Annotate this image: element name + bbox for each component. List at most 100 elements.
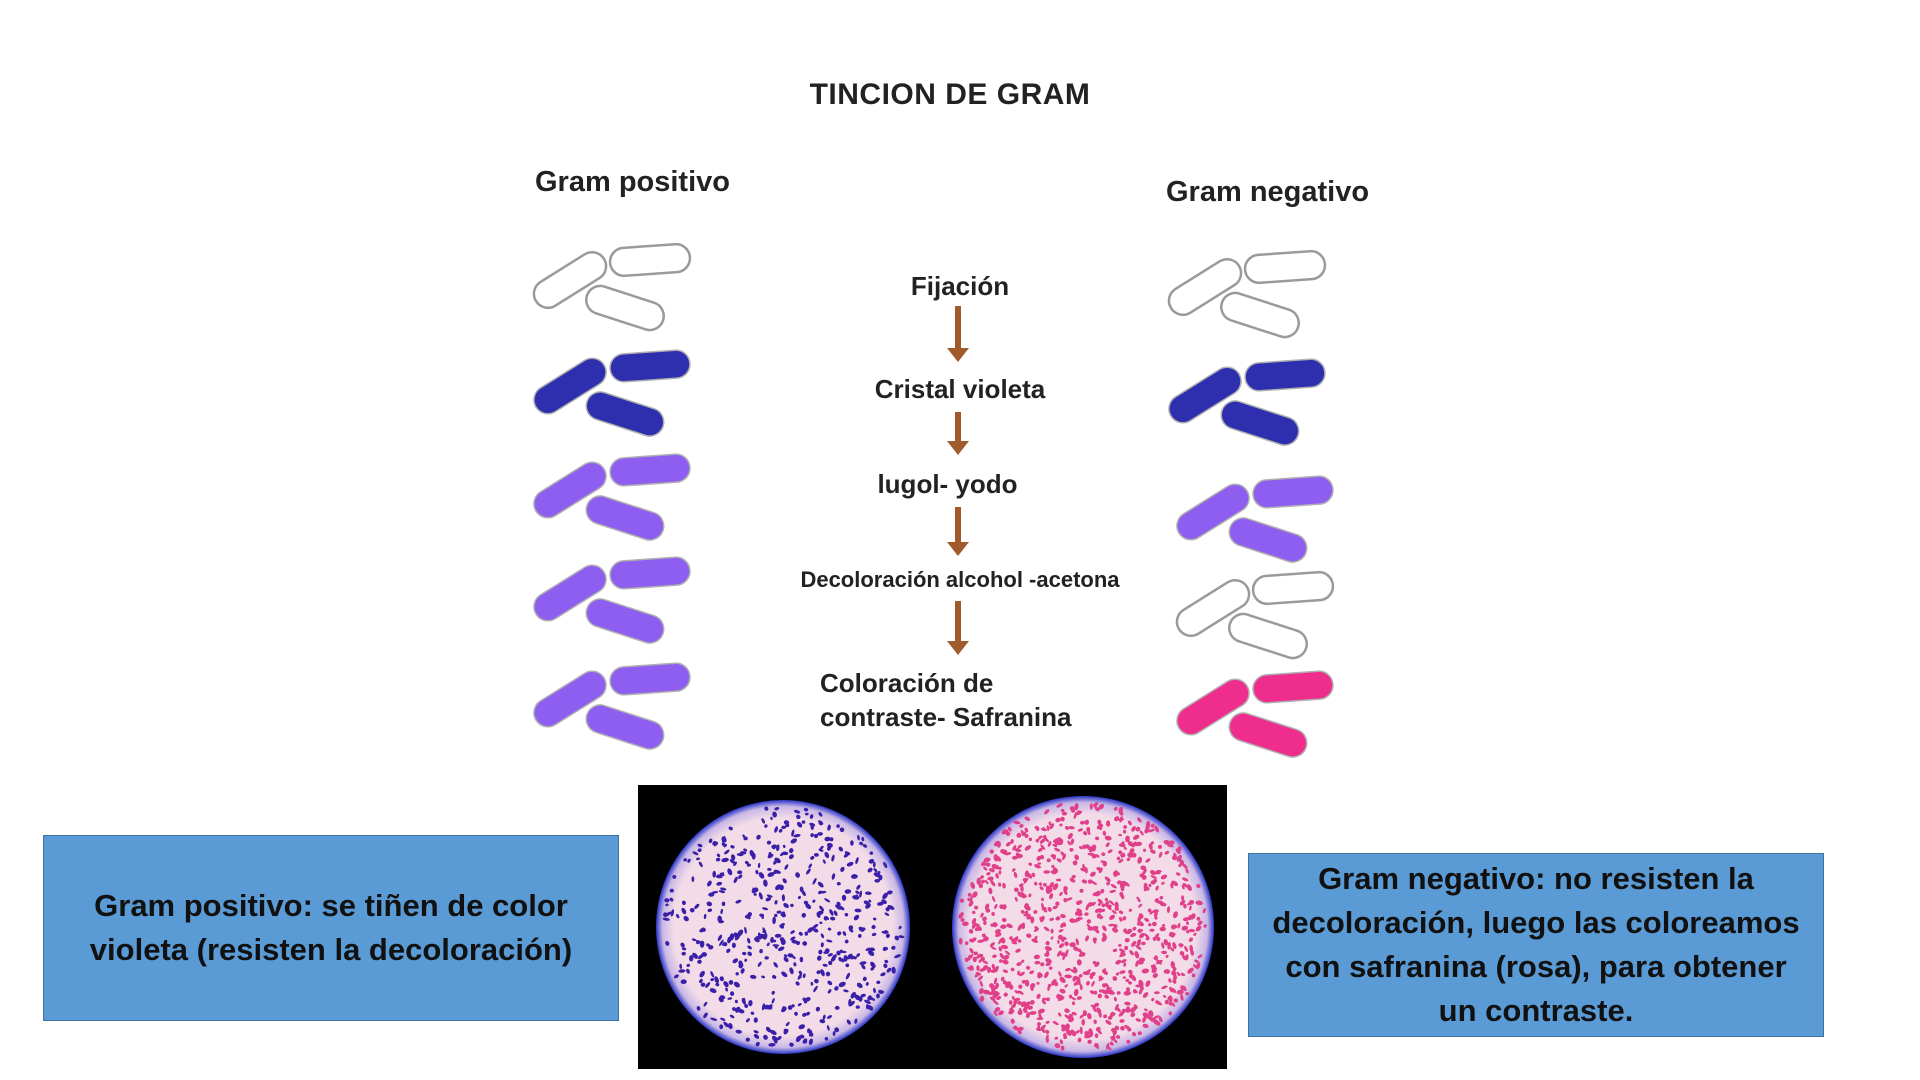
gram-positive-cell <box>822 963 828 967</box>
gram-positive-cell <box>816 955 822 961</box>
gram-negative-cell <box>1064 974 1072 979</box>
gram-positive-cell <box>818 811 823 817</box>
gram-negative-cell <box>974 972 980 978</box>
gram-negative-cell <box>1084 912 1089 916</box>
gram-positive-cell <box>707 908 713 913</box>
gram-positive-cell <box>683 858 688 862</box>
gram-positive-cell <box>848 928 854 933</box>
gram-negative-cell <box>1167 844 1174 848</box>
gram-negative-cell <box>986 862 991 867</box>
gram-positive-cell <box>740 968 745 974</box>
gram-negative-cell <box>1008 1009 1014 1015</box>
gram-negative-cell <box>1030 916 1035 924</box>
gram-negative-cell <box>1074 1030 1080 1035</box>
gram-negative-cell <box>1097 993 1103 999</box>
gram-positive-cell <box>772 944 780 947</box>
gram-negative-cell <box>1036 981 1040 985</box>
gram-negative-cell <box>1130 1012 1136 1018</box>
gram-negative-cell <box>1074 911 1079 916</box>
gram-negative-cell <box>1188 899 1195 905</box>
gram-positive-cell <box>753 1017 758 1023</box>
gram-negative-cell <box>1002 959 1009 965</box>
gram-positive-bacteria-column <box>532 242 692 750</box>
gram-positive-cell <box>790 936 796 941</box>
gram-negative-cell <box>1131 1032 1137 1037</box>
gram-positive-cell <box>761 975 766 979</box>
gram-positive-cell <box>764 956 769 960</box>
gram-negative-cell <box>1071 1001 1076 1006</box>
gram-negative-cell <box>1096 866 1101 871</box>
gram-positive-cell <box>784 864 789 870</box>
gram-positive-cell <box>783 956 789 963</box>
microscope-images-panel <box>638 785 1227 1069</box>
gram-negative-cell <box>1087 846 1095 851</box>
gram-negative-row-3-rod-2 <box>1252 475 1334 509</box>
gram-positive-cell <box>851 874 858 879</box>
gram-positive-cell <box>816 912 821 918</box>
gram-negative-cell <box>1044 838 1049 843</box>
gram-negative-cell <box>1029 1011 1037 1015</box>
gram-positive-cell <box>795 981 800 986</box>
gram-negative-cell <box>1002 980 1008 985</box>
gram-negative-cell <box>1164 850 1170 855</box>
gram-positive-cell <box>831 954 837 960</box>
gram-negative-cell <box>1055 878 1062 882</box>
gram-positive-cell <box>846 1019 851 1025</box>
gram-negative-cell <box>1016 962 1022 967</box>
gram-negative-cell <box>1059 823 1063 827</box>
gram-negative-cell <box>1082 844 1086 850</box>
gram-positive-cell <box>782 851 789 856</box>
gram-negative-cell <box>1076 996 1082 1000</box>
gram-positive-cell <box>802 941 808 946</box>
gram-negative-cell <box>1072 976 1077 982</box>
gram-negative-cell <box>1036 855 1042 861</box>
gram-positive-cell <box>681 951 686 956</box>
gram-negative-cell <box>1067 840 1071 846</box>
gram-negative-cell <box>1076 810 1081 815</box>
gram-negative-bacteria-column <box>1167 249 1335 758</box>
gram-negative-cell <box>1065 967 1071 972</box>
gram-negative-cell <box>1112 927 1119 933</box>
gram-positive-cell <box>804 812 809 816</box>
gram-negative-cell <box>1034 960 1041 965</box>
step-fijacion: Fijación <box>910 271 1010 301</box>
gram-negative-cell <box>1086 981 1090 986</box>
gram-negative-cell <box>1151 969 1157 974</box>
process-arrows <box>947 306 969 655</box>
gram-negative-cell <box>1018 1010 1023 1015</box>
gram-positive-cell <box>797 1003 802 1007</box>
gram-positive-cell <box>854 1018 858 1024</box>
gram-positive-cell <box>713 841 719 847</box>
gram-positive-cell <box>753 1030 759 1034</box>
gram-negative-cell <box>1110 883 1117 889</box>
gram-negative-cell <box>1000 944 1009 950</box>
gram-positive-cell <box>759 949 763 954</box>
gram-negative-cell <box>1123 825 1127 829</box>
gram-positive-cell <box>810 981 814 986</box>
gram-negative-heading: Gram negativo <box>1166 176 1370 208</box>
gram-positive-cell <box>703 1012 708 1019</box>
gram-negative-cell <box>1195 962 1201 970</box>
gram-negative-cell <box>1041 897 1044 902</box>
gram-negative-cell <box>1091 925 1099 931</box>
gram-negative-cell <box>1049 823 1055 830</box>
gram-positive-cell <box>686 963 691 967</box>
gram-positive-cell <box>768 1042 776 1047</box>
gram-negative-cell <box>1058 943 1065 949</box>
gram-negative-cell <box>993 865 998 869</box>
gram-positive-cell <box>851 993 856 998</box>
gram-negative-cell <box>1062 853 1067 861</box>
gram-positive-cell <box>773 869 781 874</box>
gram-negative-cell <box>1070 969 1077 974</box>
gram-positive-cell <box>780 911 786 917</box>
gram-positive-cell <box>870 947 875 951</box>
gram-positive-cell <box>848 1000 855 1007</box>
gram-positive-heading: Gram positivo <box>535 166 730 198</box>
gram-positive-cell <box>793 962 797 967</box>
gram-positive-cell <box>806 1028 811 1034</box>
gram-negative-cell <box>1059 891 1063 897</box>
gram-positive-cell <box>878 874 883 881</box>
gram-negative-row-4-rod-1 <box>1175 578 1251 638</box>
gram-positive-cells <box>662 806 905 1047</box>
gram-negative-cell <box>1118 833 1122 837</box>
